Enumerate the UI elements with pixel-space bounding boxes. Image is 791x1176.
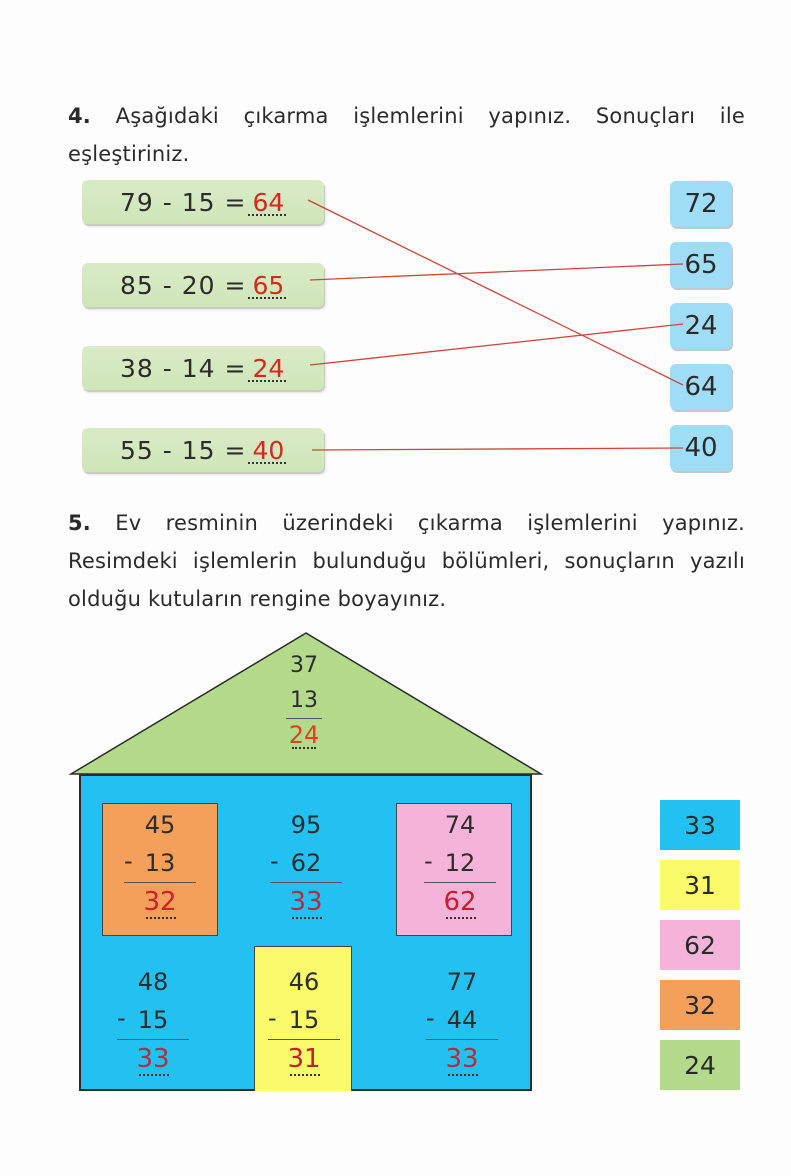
operand-a: 77	[446, 968, 478, 996]
equation-box-4: 55 - 15 = 40	[82, 428, 324, 472]
house-operation-6: 77 -44 33	[422, 963, 502, 1078]
operation-result[interactable]: 62	[443, 887, 477, 919]
operand-b: -12	[424, 847, 476, 877]
equation-answer[interactable]: 40	[248, 435, 287, 465]
option-box-3[interactable]: 24	[670, 303, 732, 349]
question-4-text: 4. Aşağıdaki çıkarma işlemlerini yapınız…	[68, 97, 745, 173]
operand-a: 45	[144, 811, 176, 839]
equation-box-3: 38 - 14 = 24	[82, 346, 324, 390]
color-key-blue: 33	[660, 800, 740, 850]
result-line	[270, 882, 342, 883]
question-4-instruction: Aşağıdaki çıkarma işlemlerini yapınız. S…	[68, 104, 745, 166]
option-box-2[interactable]: 65	[670, 242, 732, 288]
question-4-number: 4.	[68, 104, 91, 128]
house-operation-4: 48 -15 33	[113, 963, 193, 1078]
operand-a: 37	[290, 653, 318, 678]
yellow-door[interactable]	[254, 946, 352, 1091]
equation-expression: 55 - 15 =	[120, 435, 247, 465]
equation-expression: 79 - 15 =	[120, 187, 247, 217]
pink-window[interactable]	[396, 803, 512, 936]
operand-b: -62	[270, 847, 322, 877]
operand-b: 13	[290, 688, 318, 713]
operand-b: -44	[426, 1004, 478, 1034]
operand-b: -13	[124, 847, 176, 877]
equation-expression: 85 - 20 =	[120, 270, 247, 300]
option-box-5[interactable]: 40	[670, 425, 732, 471]
question-5-text: 5. Ev resminin üzerindeki çıkarma işleml…	[68, 504, 745, 618]
option-box-4[interactable]: 64	[670, 364, 732, 410]
result-line	[424, 882, 496, 883]
match-line-2	[309, 263, 684, 281]
match-line-4	[311, 447, 684, 451]
operation-result[interactable]: 32	[143, 887, 177, 919]
operation-result[interactable]: 33	[289, 887, 323, 919]
color-key-orange: 32	[660, 980, 740, 1030]
result-line	[124, 882, 196, 883]
option-box-1[interactable]: 72	[670, 181, 732, 227]
operand-b: -15	[268, 1004, 320, 1034]
house-operation-2: 95 -62 33	[266, 806, 346, 921]
house-operation-3: 74 -12 62	[420, 806, 500, 921]
house-wall[interactable]	[79, 774, 532, 1091]
question-5-instruction: Ev resminin üzerindeki çıkarma işlemleri…	[68, 511, 745, 611]
result-line	[117, 1039, 189, 1040]
result-line	[426, 1039, 498, 1040]
match-line-3	[309, 323, 684, 366]
result-line	[286, 718, 322, 719]
equation-box-2: 85 - 20 = 65	[82, 263, 324, 307]
roof-operation: 37 13 24	[264, 648, 344, 751]
house-operation-1: 45 -13 32	[120, 806, 200, 921]
equation-answer[interactable]: 65	[248, 270, 287, 300]
operand-a: 48	[137, 968, 169, 996]
orange-window[interactable]	[102, 803, 218, 936]
equation-box-1: 79 - 15 = 64	[82, 180, 324, 224]
operation-result[interactable]: 33	[445, 1044, 479, 1076]
operation-result[interactable]: 33	[136, 1044, 170, 1076]
color-key-yellow: 31	[660, 860, 740, 910]
roof-result[interactable]: 24	[288, 721, 320, 749]
operation-result[interactable]: 31	[287, 1044, 321, 1076]
match-line-1	[307, 199, 684, 386]
house-operation-5: 46 -15 31	[264, 963, 344, 1078]
equation-expression: 38 - 14 =	[120, 353, 247, 383]
operand-a: 46	[288, 968, 320, 996]
result-line	[268, 1039, 340, 1040]
color-key-green: 24	[660, 1040, 740, 1090]
operand-a: 95	[290, 811, 322, 839]
equation-answer[interactable]: 24	[248, 353, 287, 383]
operand-a: 74	[444, 811, 476, 839]
equation-answer[interactable]: 64	[248, 187, 287, 217]
question-5-number: 5.	[68, 511, 91, 535]
operand-b: -15	[117, 1004, 169, 1034]
color-key-pink: 62	[660, 920, 740, 970]
